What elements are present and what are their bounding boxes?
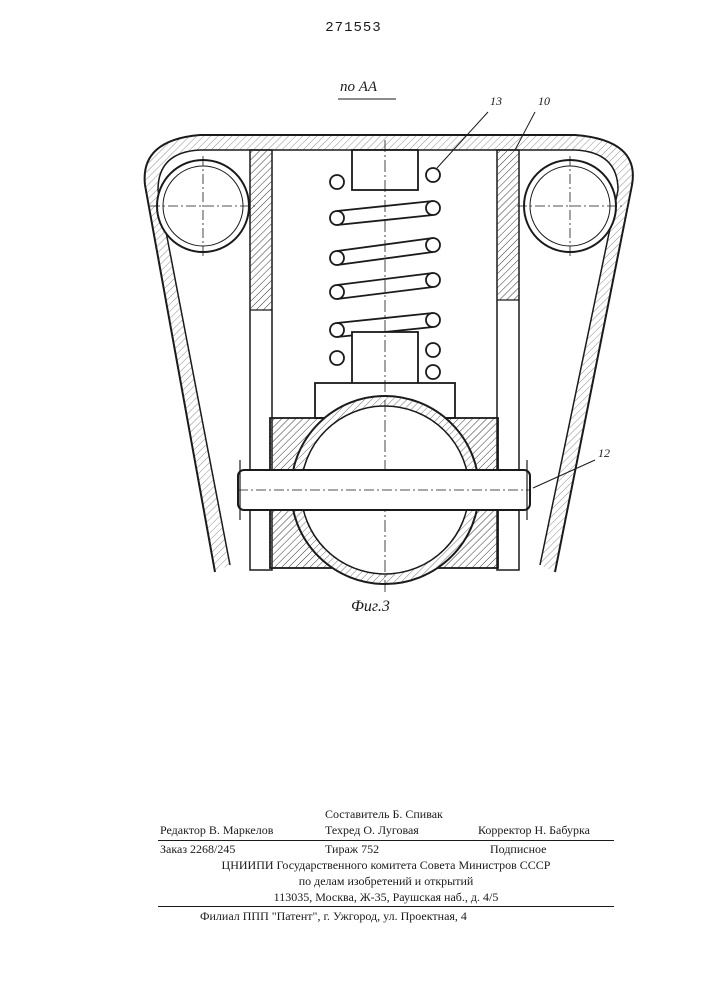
tech-editor: Техред О. Луговая [325, 823, 419, 838]
compiler: Составитель Б. Спивак [325, 807, 443, 822]
proofreader: Корректор Н. Бабурка [478, 823, 590, 838]
callout-10: 10 [538, 94, 550, 109]
institute-address: 113035, Москва, Ж-35, Раушская наб., д. … [158, 890, 614, 905]
axle-pin [238, 460, 530, 520]
print-run: Тираж 752 [325, 842, 379, 857]
callout-13: 13 [490, 94, 502, 109]
imprint-rule-top [158, 840, 614, 841]
order: Заказ 2268/245 [160, 842, 235, 857]
branch: Филиал ППП "Патент", г. Ужгород, ул. Про… [200, 909, 467, 924]
subscription: Подписное [490, 842, 547, 857]
institute-line2: по делам изобретений и открытий [158, 874, 614, 889]
technical-drawing [0, 0, 707, 640]
figure-caption: Фиг.3 [351, 598, 390, 616]
imprint-rule-bottom [158, 906, 614, 907]
view-label: по АА [340, 79, 377, 96]
editor: Редактор В. Маркелов [160, 823, 273, 838]
institute-line1: ЦНИИПИ Государственного комитета Совета … [158, 858, 614, 873]
callout-12: 12 [598, 446, 610, 461]
